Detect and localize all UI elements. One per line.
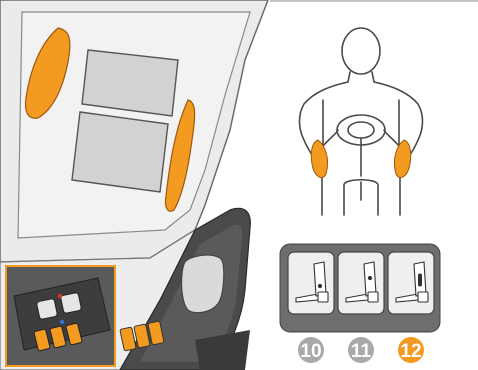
mode-card-11 xyxy=(338,252,384,314)
inset-indicator-blue xyxy=(60,320,64,324)
person-lumbar-support-icon xyxy=(300,28,423,215)
mode-cards xyxy=(288,252,434,314)
seat-lower-pad xyxy=(72,112,168,192)
mode-badge-label: 12 xyxy=(400,341,421,362)
seat-upper-pad xyxy=(82,50,178,116)
lumbar-left-highlight xyxy=(311,140,327,178)
mode-card-12 xyxy=(388,252,434,314)
seat-recline-lever xyxy=(182,255,224,313)
mode-badge-12: 12 xyxy=(398,337,424,363)
person-head xyxy=(342,28,380,74)
lumbar-right-highlight xyxy=(394,140,410,178)
seat-switch-panel-icon xyxy=(6,266,115,366)
person-legs xyxy=(344,180,378,215)
inset-indicator-red xyxy=(58,294,62,298)
mode-badge-label: 11 xyxy=(351,341,372,362)
inset-button-right xyxy=(60,292,81,313)
inset-button-left xyxy=(36,298,57,319)
mode-badge-10: 10 xyxy=(298,337,324,363)
mode-badges: 10 11 12 xyxy=(298,337,424,363)
mode-badge-11: 11 xyxy=(348,337,374,363)
mode-card-10 xyxy=(288,252,334,314)
mode-badge-label: 10 xyxy=(300,341,321,362)
